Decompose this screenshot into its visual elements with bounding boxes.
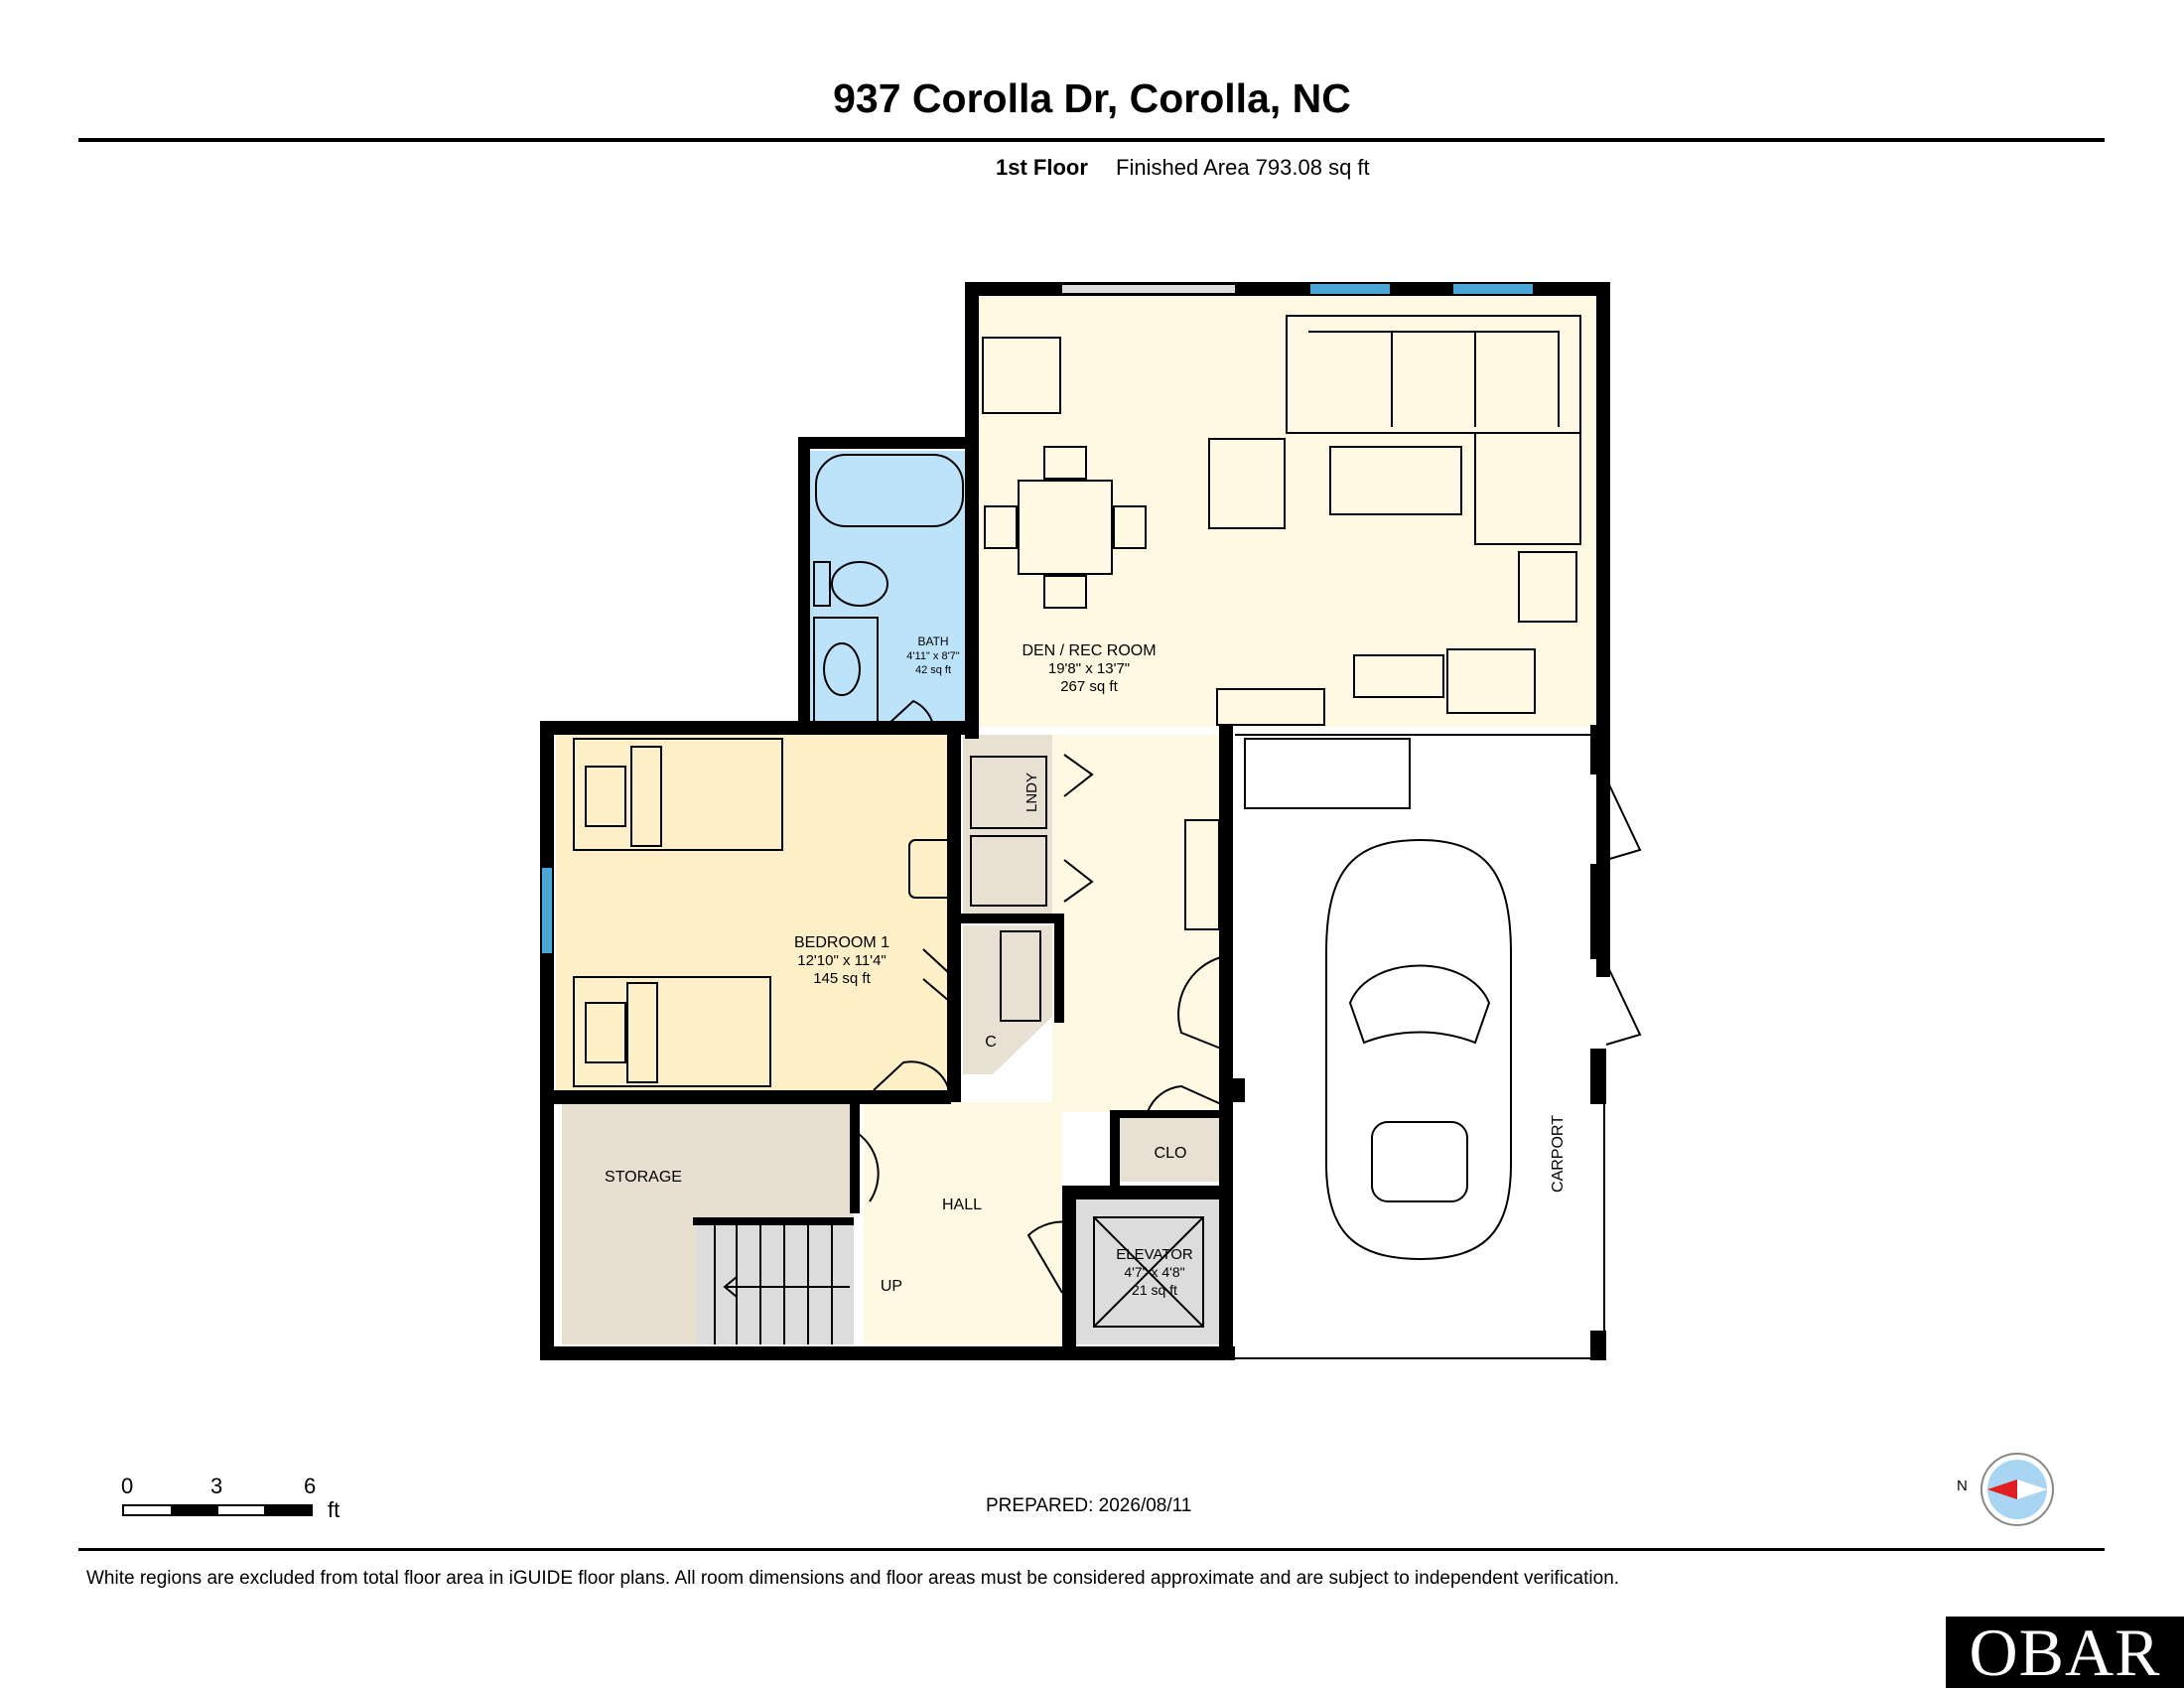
bedroom-area: 145 sq ft — [813, 970, 871, 987]
closet-fill — [1118, 1118, 1221, 1182]
bath-dims: 4'11" x 8'7" — [906, 650, 959, 662]
bath-area: 42 sq ft — [915, 664, 951, 676]
car-windshield — [1348, 964, 1491, 1045]
den-name: DEN / REC ROOM — [1022, 642, 1156, 659]
scale-tick-6: 6 — [304, 1474, 317, 1498]
scale-unit: ft — [328, 1497, 341, 1522]
carport-cabinet — [1244, 738, 1411, 809]
den-tv-stand — [1353, 654, 1444, 698]
car — [1325, 838, 1512, 1261]
obar-logo: OBAR — [1946, 1617, 2184, 1688]
closet-c-shelf — [1000, 930, 1041, 1022]
scale-tick-0: 0 — [121, 1474, 134, 1498]
bedroom-chair — [908, 839, 958, 899]
bath-toilet-tank — [813, 561, 831, 607]
den-chair — [1043, 575, 1087, 609]
scale-bar — [122, 1504, 313, 1516]
page-title: 937 Corolla Dr, Corolla, NC — [833, 75, 1351, 121]
den-ottoman — [1518, 551, 1577, 623]
bath-sink — [823, 642, 861, 696]
dryer — [970, 756, 1047, 829]
bath-tub — [815, 454, 964, 527]
stairs-arrowhead — [723, 1276, 738, 1298]
laundry-fill — [963, 735, 1052, 915]
den-area: 267 sq ft — [1060, 678, 1118, 695]
den-side-cabinet — [1446, 648, 1536, 714]
elevator-area: 21 sq ft — [1132, 1282, 1177, 1298]
finished-area: Finished Area 793.08 sq ft — [1116, 155, 1370, 180]
car-body — [1325, 838, 1512, 1261]
hall-upper-fill — [1052, 735, 1219, 1112]
bed-bottom-pillow — [626, 982, 658, 1083]
scale-tick-3: 3 — [210, 1474, 223, 1498]
carport-label: CARPORT — [1550, 1115, 1567, 1193]
hall-shelf — [1184, 819, 1220, 930]
header-rule — [78, 138, 2105, 142]
walls — [540, 282, 1610, 1360]
compass-north-label: N — [1957, 1478, 1968, 1494]
prepared-date: PREPARED: 2026/08/11 — [986, 1495, 1192, 1516]
compass-needle — [1987, 1479, 2017, 1499]
bedroom-fill — [556, 734, 951, 1094]
den-chair — [1113, 505, 1147, 549]
floor-summary: 1st Floor Finished Area 793.08 sq ft — [996, 155, 1370, 181]
stairs-fill — [697, 1223, 854, 1344]
car-roof — [1371, 1121, 1468, 1202]
doors — [855, 699, 1642, 1294]
stairs-label: UP — [881, 1278, 902, 1295]
room-labels: DEN / REC ROOM 19'8" x 13'7" 267 sq ft B… — [605, 634, 1567, 1298]
den-chair — [984, 505, 1018, 549]
den-sofa-chaise — [1474, 432, 1581, 545]
bath-toilet — [831, 561, 888, 607]
hall-label: HALL — [942, 1197, 982, 1213]
furniture — [573, 315, 1581, 1087]
bath-vanity — [813, 617, 879, 724]
storage-label: STORAGE — [605, 1169, 682, 1186]
compass — [1980, 1453, 2054, 1526]
elevator-name: ELEVATOR — [1116, 1246, 1193, 1263]
elevator-cab — [1093, 1216, 1204, 1328]
bed-top — [573, 738, 783, 851]
closet-c-label: C — [985, 1034, 997, 1051]
bath-name: BATH — [917, 634, 948, 648]
floor-name: 1st Floor — [996, 155, 1088, 180]
bed-top-pillow — [630, 746, 662, 847]
den-chair — [1043, 446, 1087, 480]
den-armchair — [1208, 438, 1286, 529]
den-counter — [1216, 688, 1325, 726]
elevator-dims: 4'7" x 4'8" — [1124, 1264, 1184, 1280]
hall-lower-fill — [864, 1102, 1062, 1344]
den-cabinet — [982, 337, 1061, 414]
den-sofa — [1286, 315, 1581, 434]
stairs — [714, 1225, 850, 1344]
bedroom-dims: 12'10" x 11'4" — [797, 952, 887, 969]
bed-top-nightstand — [585, 766, 626, 827]
den-dining-table — [1018, 480, 1113, 575]
bedroom-name: BEDROOM 1 — [794, 934, 889, 951]
water-heater — [970, 835, 1047, 907]
bed-bottom — [573, 976, 771, 1087]
closet-label: CLO — [1155, 1145, 1187, 1162]
footer-rule — [78, 1548, 2105, 1551]
bath-fill — [810, 451, 969, 727]
bed-bottom-nightstand — [585, 1002, 626, 1063]
den-dims: 19'8" x 13'7" — [1048, 660, 1130, 677]
laundry-label: LNDY — [1024, 773, 1040, 812]
den-coffee-table — [1329, 446, 1462, 515]
closet-c-fill — [963, 925, 1052, 1074]
den-sofa-seats — [1308, 331, 1560, 427]
windows — [542, 284, 1533, 953]
disclaimer-text: White regions are excluded from total fl… — [86, 1568, 1620, 1589]
